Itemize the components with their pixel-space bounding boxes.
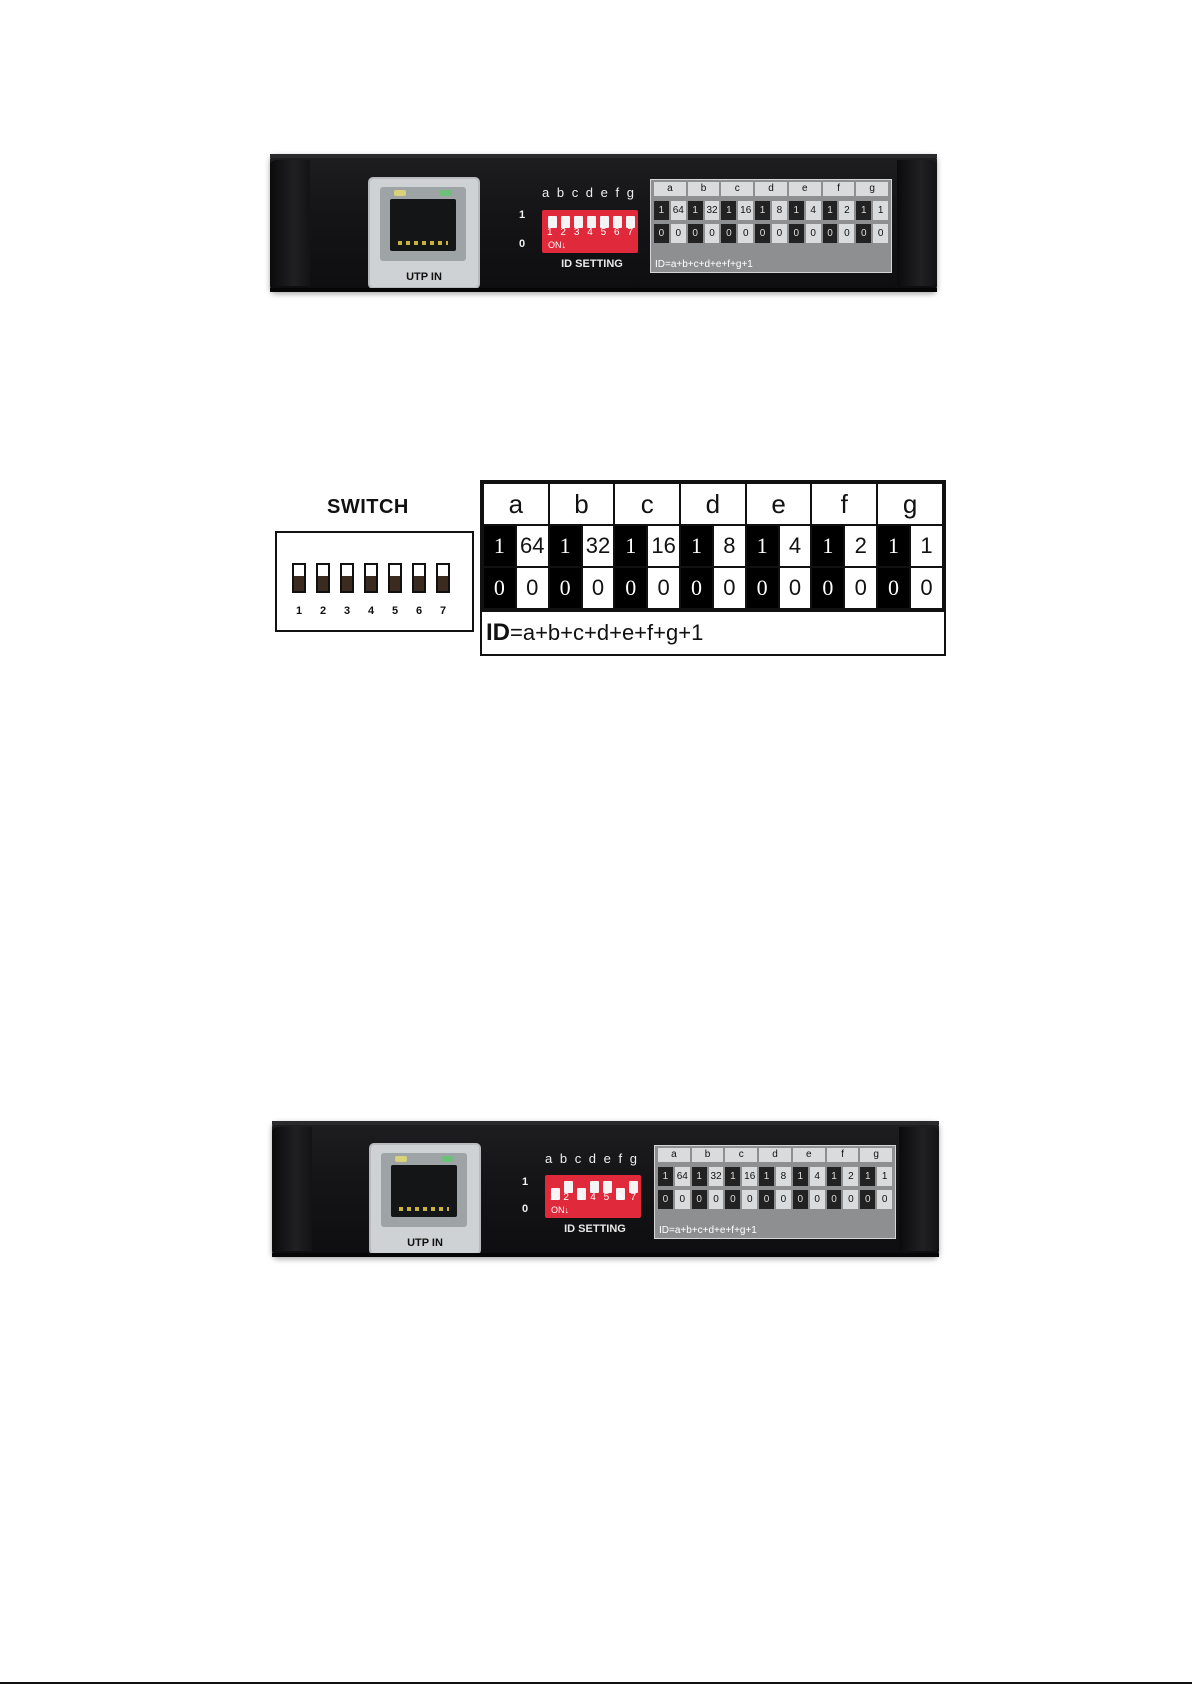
diagram-toggle xyxy=(388,563,402,593)
activity-led-icon xyxy=(441,1156,453,1162)
rj45-port: UTP IN xyxy=(369,1143,481,1255)
dip-toggle[interactable] xyxy=(613,216,622,228)
diagram-toggle xyxy=(316,563,330,593)
dip-toggle[interactable] xyxy=(616,1188,625,1200)
on-marker: ON↓ xyxy=(551,1205,569,1215)
dip-toggle[interactable] xyxy=(626,216,635,228)
diagram-toggle xyxy=(364,563,378,593)
row-one-label: 1 xyxy=(519,209,526,221)
port-label: UTP IN xyxy=(407,1237,443,1249)
dip-toggle[interactable] xyxy=(577,1188,586,1200)
diagram-toggle xyxy=(292,563,306,593)
id-formula: ID=a+b+c+d+e+f+g+1 xyxy=(655,259,753,270)
row-zero-label: 0 xyxy=(519,238,526,250)
dip-toggle[interactable] xyxy=(587,216,596,228)
dip-toggle[interactable] xyxy=(629,1181,638,1193)
id-setting-label: ID SETTING xyxy=(564,1223,626,1235)
row-one-label: 1 xyxy=(522,1176,529,1188)
on-marker: ON↓ xyxy=(548,240,566,250)
switch-title: SWITCH xyxy=(327,496,409,518)
link-led-icon xyxy=(394,190,406,196)
port-label: UTP IN xyxy=(406,271,442,283)
rj45-port: UTP IN xyxy=(368,177,480,289)
id-setting-label: ID SETTING xyxy=(561,258,623,270)
diagram-toggle xyxy=(340,563,354,593)
dip-toggle[interactable] xyxy=(574,216,583,228)
switch-diagram: 1 2 3 4 5 6 7 xyxy=(275,531,474,632)
dip-toggle[interactable] xyxy=(603,1181,612,1193)
dip-toggle[interactable] xyxy=(548,216,557,228)
page-bottom-rule xyxy=(0,1682,1192,1684)
diagram-toggle xyxy=(412,563,426,593)
dip-toggle[interactable] xyxy=(600,216,609,228)
dip-toggle[interactable] xyxy=(590,1181,599,1193)
diagram-toggle xyxy=(436,563,450,593)
row-zero-label: 0 xyxy=(522,1203,529,1215)
dip-toggle[interactable] xyxy=(551,1188,560,1200)
dip-toggle[interactable] xyxy=(561,216,570,228)
link-led-icon xyxy=(395,1156,407,1162)
dip-toggle[interactable] xyxy=(564,1181,573,1193)
id-formula-large: ID=a+b+c+d+e+f+g+1 xyxy=(482,610,944,654)
id-formula: ID=a+b+c+d+e+f+g+1 xyxy=(659,1225,757,1236)
activity-led-icon xyxy=(440,190,452,196)
